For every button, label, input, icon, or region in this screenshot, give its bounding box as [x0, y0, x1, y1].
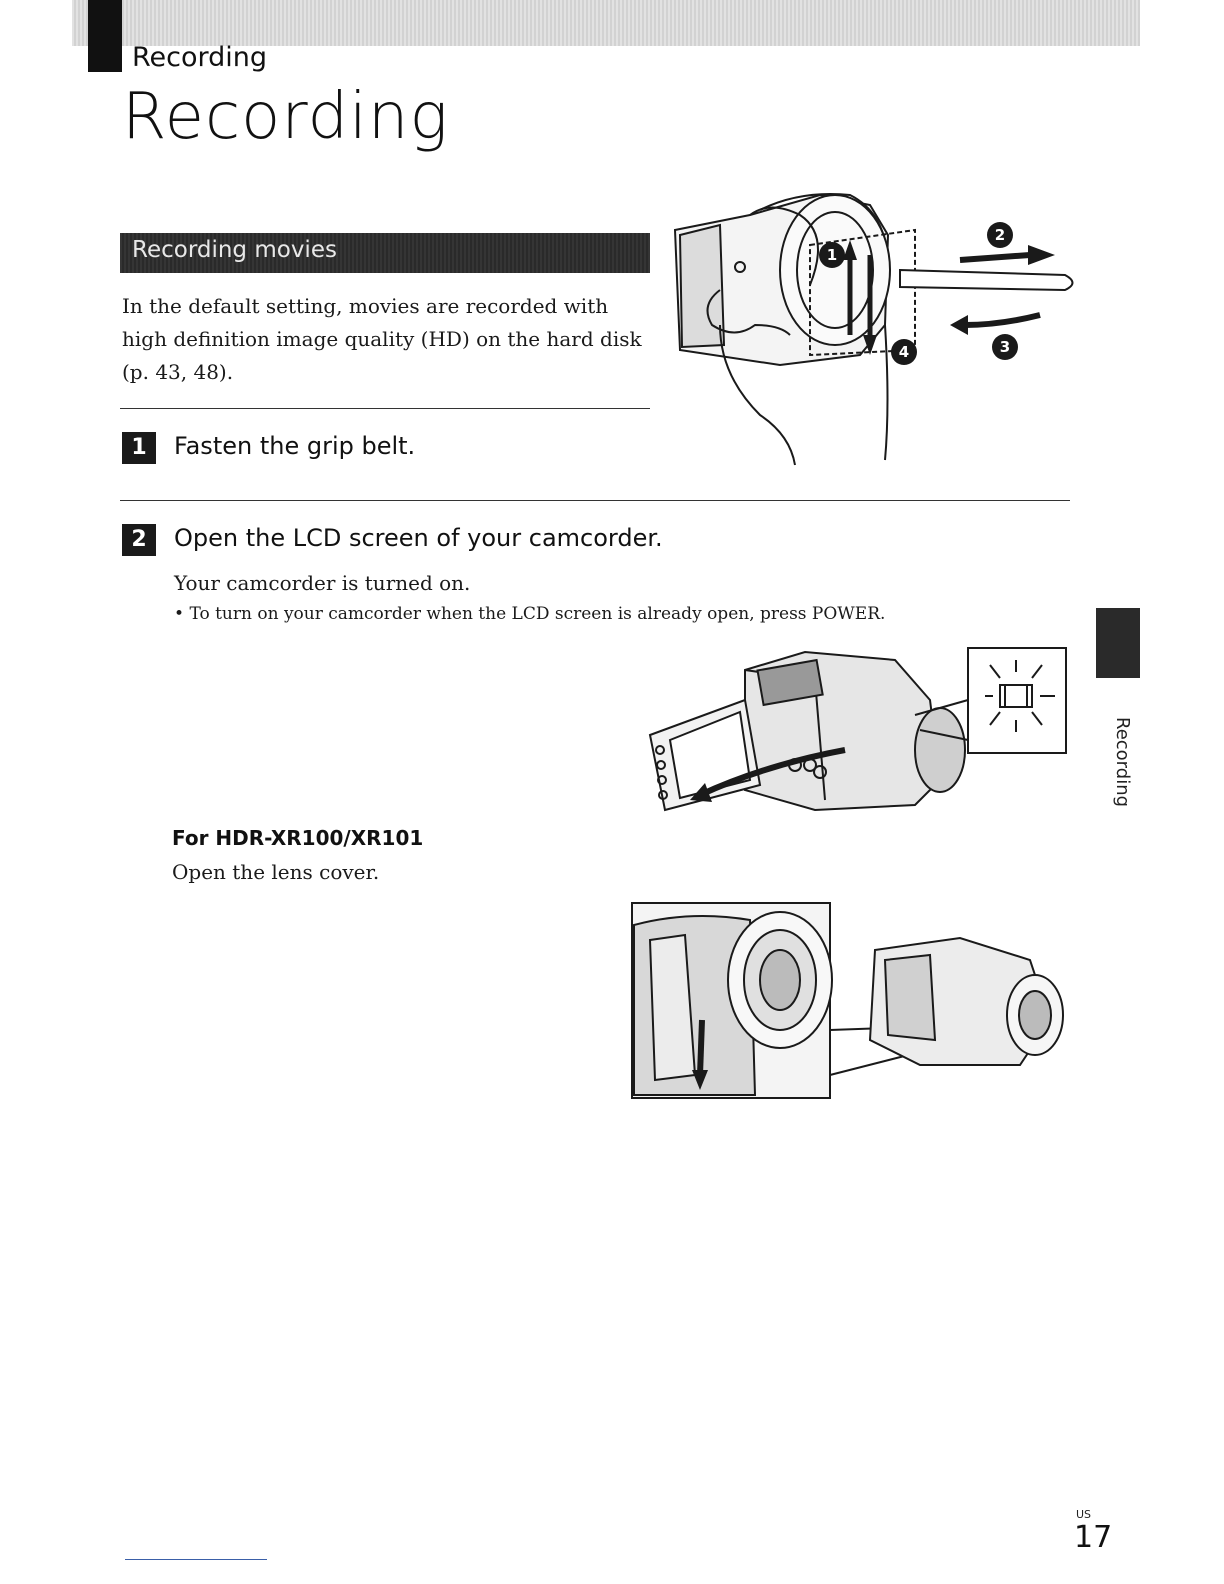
marker-2: 2 — [995, 226, 1005, 244]
header-block — [88, 0, 122, 72]
step-2-bullet: • To turn on your camcorder when the LCD… — [174, 604, 885, 624]
open-lcd-illustration — [648, 647, 1067, 812]
marker-3: 3 — [1000, 338, 1010, 356]
bullet-icon: • — [174, 604, 190, 624]
model-note-text: Open the lens cover. — [172, 860, 380, 884]
side-tab-label: Recording — [1112, 717, 1133, 808]
step-2-title: Open the LCD screen of your camcorder. — [174, 524, 663, 552]
step-2-body: Your camcorder is turned on. — [174, 571, 471, 595]
marker-4: 4 — [899, 343, 909, 361]
page-number: 17 — [1074, 1520, 1113, 1555]
step-2-badge: 2 — [122, 524, 156, 556]
step-2-bullet-text: To turn on your camcorder when the LCD s… — [189, 604, 886, 624]
lens-cover-illustration — [631, 902, 1064, 1099]
page-title: Recording — [122, 80, 449, 154]
section-title-band — [120, 233, 650, 273]
step-1-title: Fasten the grip belt. — [174, 432, 416, 460]
region-code: US — [1076, 1508, 1092, 1521]
footer-rule — [125, 1559, 267, 1560]
marker-1: 1 — [827, 246, 837, 264]
intro-paragraph: In the default setting, movies are recor… — [122, 294, 642, 384]
divider — [120, 408, 650, 409]
step-1-badge: 1 — [122, 432, 156, 464]
header-band — [72, 0, 1140, 46]
section-title: Recording movies — [132, 237, 337, 263]
side-tab — [1096, 608, 1140, 678]
grip-belt-illustration: 1 2 3 4 — [673, 193, 1074, 466]
header-section-label: Recording — [132, 42, 268, 73]
divider — [120, 500, 1070, 501]
model-note-heading: For HDR-XR100/XR101 — [172, 826, 424, 850]
